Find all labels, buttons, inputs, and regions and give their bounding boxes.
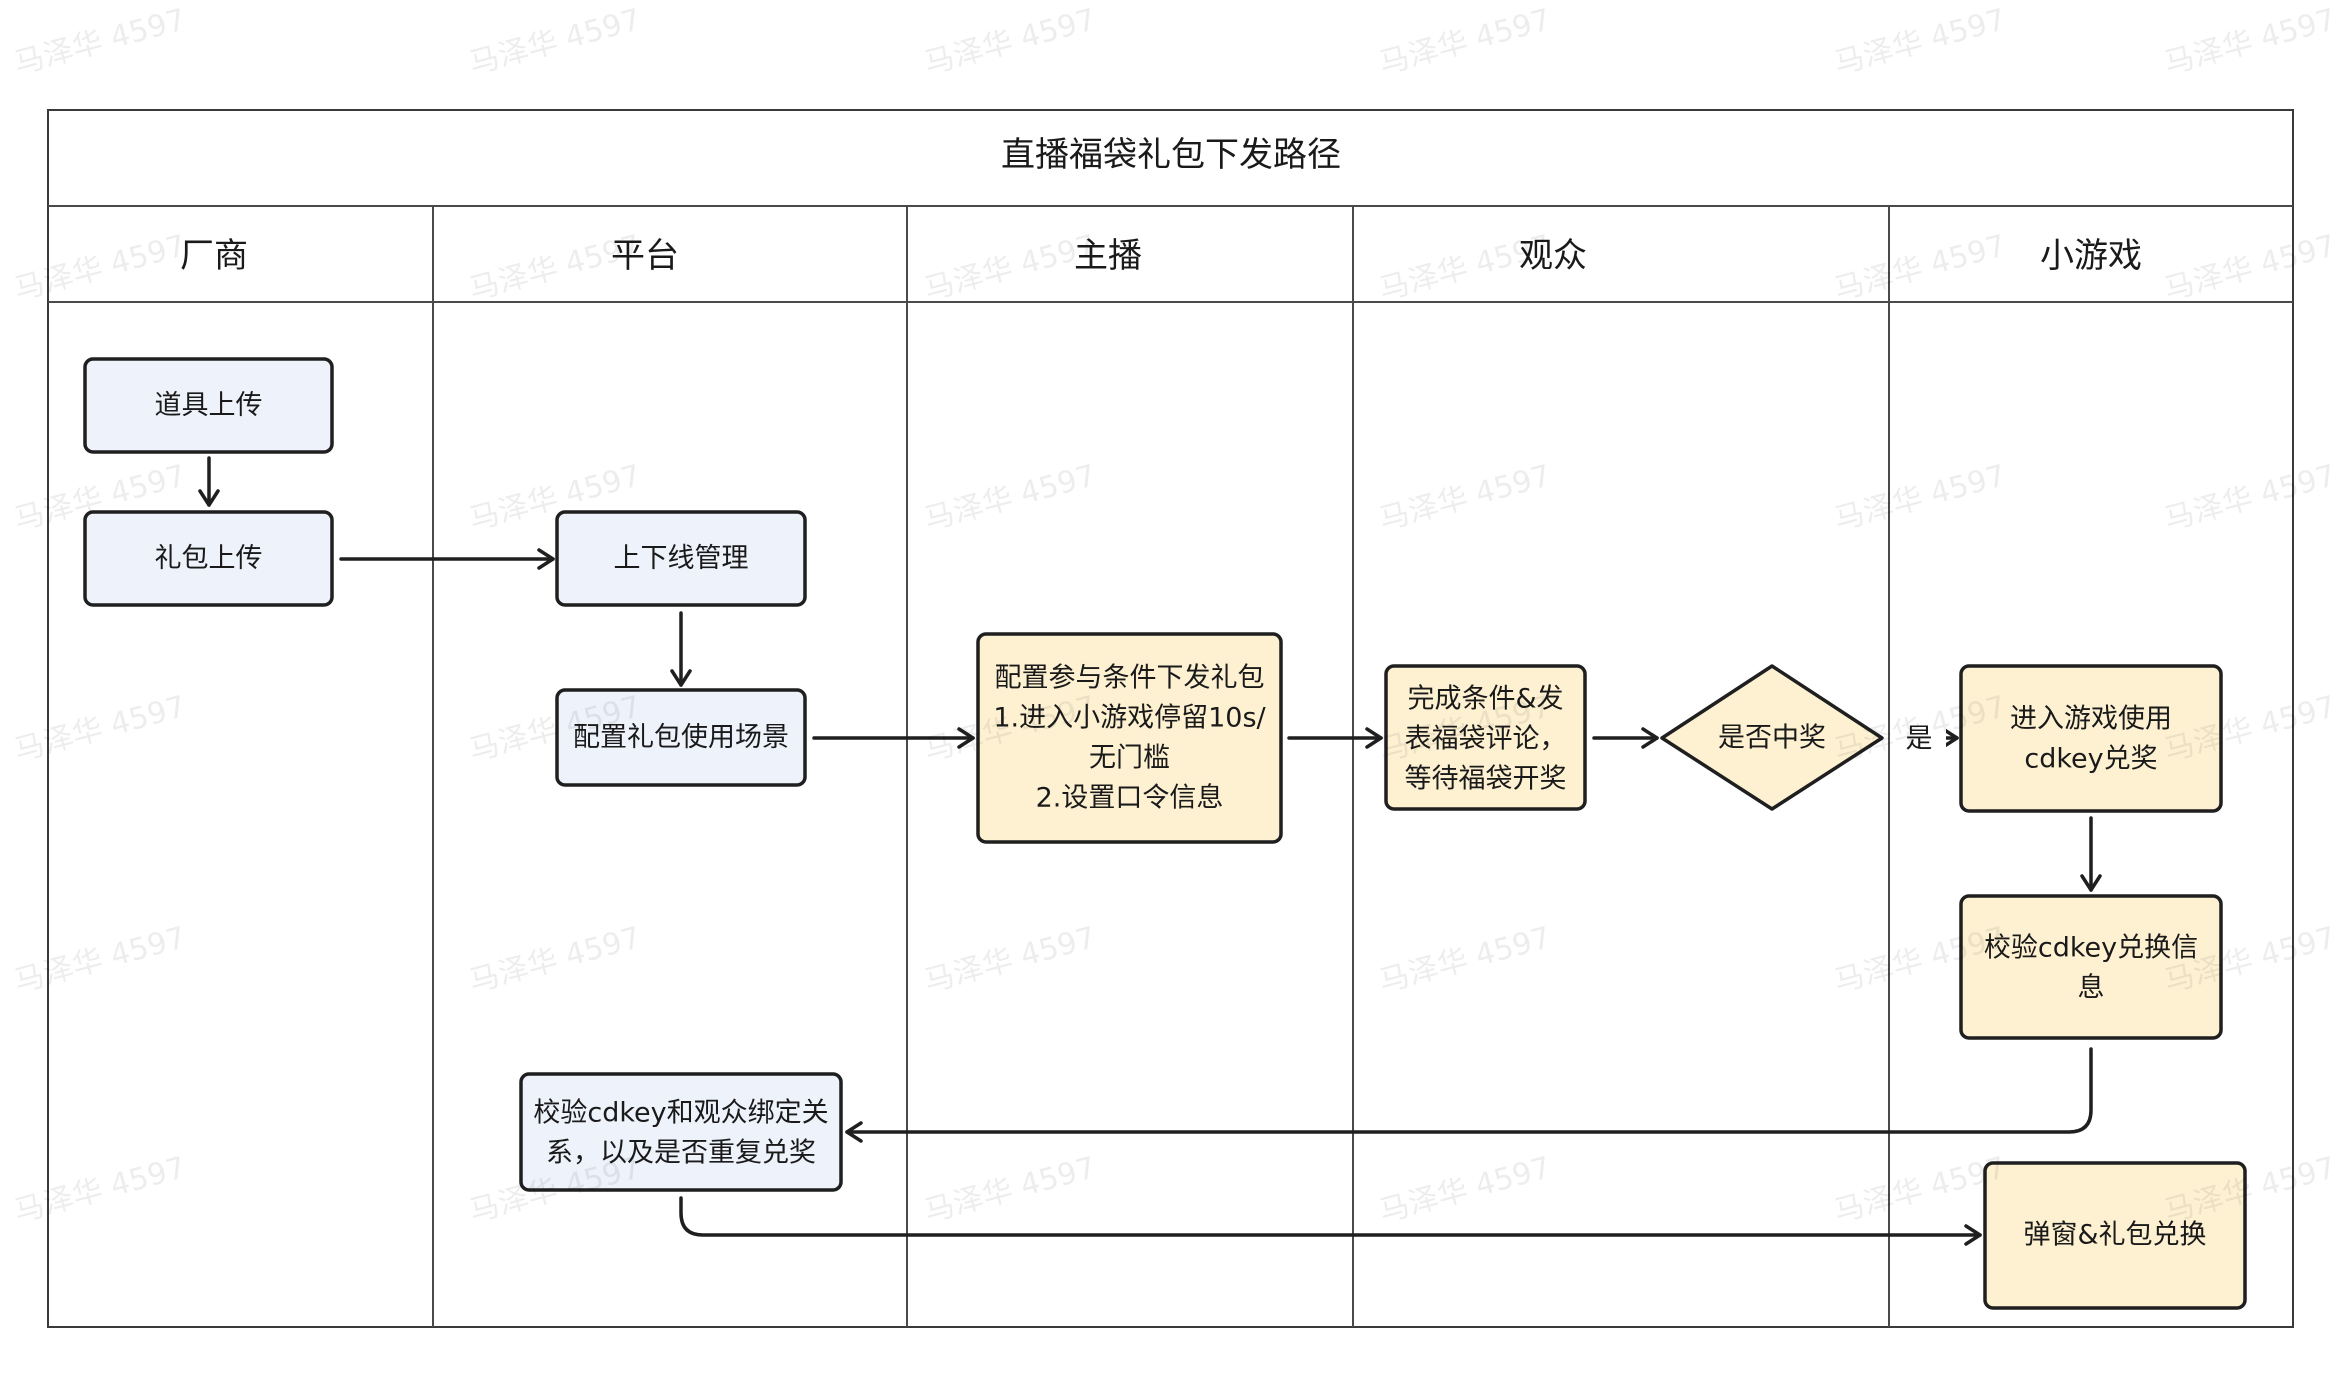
- node-box: [555, 688, 807, 787]
- node-configure-conditions: 配置参与条件下发礼包 1.进入小游戏停留10s/ 无门槛 2.设置口令信息: [976, 632, 1283, 844]
- node-online-offline-management: 上下线管理: [555, 510, 807, 607]
- arrow-verify-info-to-binding: [845, 1047, 2093, 1143]
- edge-label-yes: 是: [1890, 716, 1946, 760]
- node-complete-conditions: 完成条件&发 表福袋评论， 等待福袋开奖: [1384, 664, 1587, 811]
- edge-label-yes-text: 是: [1906, 724, 1933, 755]
- node-text: 配置礼包使用场景: [573, 722, 789, 753]
- decision-is-winner: 是否中奖: [1660, 664, 1884, 811]
- lane-header-vendor: 厂商: [180, 236, 248, 276]
- node-box: [1983, 1161, 2247, 1310]
- node-text-line-1: 完成条件&发: [1407, 684, 1563, 715]
- node-verify-cdkey-info: 校验cdkey兑换信 息: [1959, 894, 2223, 1040]
- node-configure-package-scene: 配置礼包使用场景: [555, 688, 807, 787]
- node-text-line-2: 表福袋评论，: [1405, 724, 1567, 755]
- node-text-line-1: 进入游戏使用: [2010, 704, 2172, 735]
- edges: [198, 456, 2102, 1246]
- node-enter-game-redeem: 进入游戏使用 cdkey兑奖: [1959, 664, 2223, 813]
- decision-diamond: [1660, 664, 1884, 811]
- lane-header-platform: 平台: [611, 236, 679, 276]
- node-text-line-4: 2.设置口令信息: [1036, 783, 1224, 814]
- node-popup-redeem: 弹窗&礼包兑换: [1983, 1161, 2247, 1310]
- node-box: [519, 1072, 843, 1192]
- decision-text: 是否中奖: [1718, 723, 1826, 754]
- node-box: [1384, 664, 1587, 811]
- node-text-line-2: 系，以及是否重复兑奖: [546, 1138, 816, 1169]
- node-text-line-3: 无门槛: [1089, 743, 1170, 774]
- edge-label-background: [1890, 716, 1946, 760]
- node-text: 礼包上传: [155, 543, 263, 574]
- lane-header-streamer: 主播: [1074, 236, 1142, 276]
- arrow-binding-to-popup: [679, 1196, 1982, 1246]
- node-box: [555, 510, 807, 607]
- node-text-line-1: 校验cdkey兑换信: [1984, 933, 2198, 964]
- node-package-upload: 礼包上传: [83, 510, 334, 607]
- node-text-line-2: cdkey兑奖: [2024, 744, 2157, 775]
- node-text-line-1: 配置参与条件下发礼包: [995, 663, 1265, 694]
- lane-header-audience: 观众: [1519, 236, 1587, 276]
- node-box: [1959, 894, 2223, 1040]
- node-text-line-3: 等待福袋开奖: [1405, 764, 1567, 795]
- node-verify-cdkey-binding: 校验cdkey和观众绑定关 系，以及是否重复兑奖: [519, 1072, 843, 1192]
- node-text: 弹窗&礼包兑换: [2023, 1220, 2206, 1251]
- node-text: 道具上传: [155, 390, 263, 421]
- node-text-line-1: 校验cdkey和观众绑定关: [533, 1098, 828, 1129]
- lane-header-mini-game: 小游戏: [2040, 236, 2142, 276]
- node-box: [83, 357, 334, 454]
- node-box: [976, 632, 1283, 844]
- lane-headers: 厂商 平台 主播 观众 小游戏: [180, 236, 2142, 276]
- node-prop-upload: 道具上传: [83, 357, 334, 454]
- diagram-title: 直播福袋礼包下发路径: [1001, 135, 1341, 175]
- node-text: 上下线管理: [614, 543, 749, 574]
- node-box: [1959, 664, 2223, 813]
- node-text-line-2: 息: [2078, 973, 2105, 1004]
- node-box: [83, 510, 334, 607]
- node-text-line-2: 1.进入小游戏停留10s/: [993, 703, 1266, 734]
